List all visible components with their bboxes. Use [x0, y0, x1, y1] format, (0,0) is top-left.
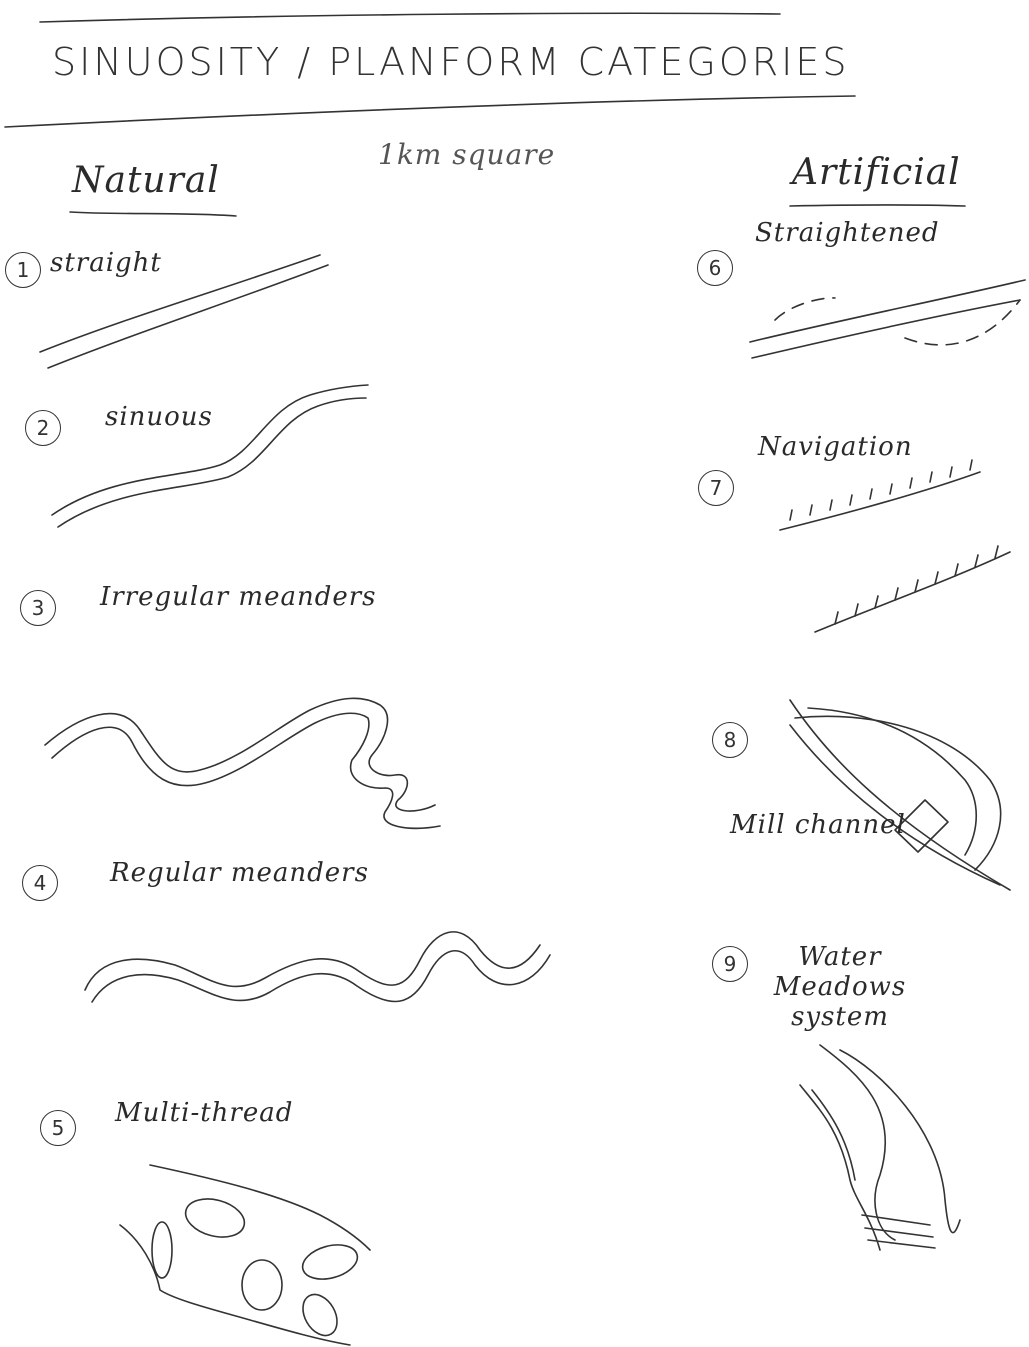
category-number: 5 — [40, 1110, 76, 1146]
straightened-channel-sketch — [750, 280, 1025, 358]
category-label-mill-channel: Mill channel — [730, 810, 906, 840]
island — [181, 1193, 248, 1243]
category-number: 7 — [698, 470, 734, 506]
natural-underline — [70, 212, 236, 216]
natural-column-heading: Natural — [72, 160, 220, 201]
scale-note: 1km square — [378, 138, 555, 171]
irregular-meanders-sketch — [45, 698, 440, 828]
category-label-water-meadows: Water Meadows system — [765, 942, 915, 1032]
mill-channel-sketch — [790, 700, 1010, 890]
island — [242, 1260, 282, 1310]
category-number: 9 — [712, 946, 748, 982]
category-label-multi-thread: Multi-thread — [115, 1098, 293, 1128]
navigation-channel-sketch — [780, 460, 1010, 632]
water-meadows-sketch — [800, 1045, 960, 1250]
island — [299, 1239, 361, 1284]
title-top-rule — [40, 13, 780, 22]
category-label-navigation: Navigation — [758, 432, 913, 462]
category-label-regular-meanders: Regular meanders — [110, 858, 369, 888]
category-label-straightened: Straightened — [755, 218, 940, 248]
island — [296, 1288, 344, 1341]
page-title: SINUOSITY / PLANFORM CATEGORIES — [52, 40, 850, 84]
regular-meanders-sketch — [85, 932, 550, 1002]
category-number: 8 — [712, 722, 748, 758]
category-label-straight: straight — [50, 248, 162, 278]
multi-thread-sketch — [120, 1165, 370, 1345]
category-number: 2 — [25, 410, 61, 446]
artificial-column-heading: Artificial — [792, 152, 961, 193]
artificial-underline — [790, 205, 965, 206]
category-number: 6 — [697, 250, 733, 286]
island — [152, 1222, 172, 1278]
title-bottom-rule — [5, 96, 855, 127]
category-number: 1 — [5, 252, 41, 288]
category-label-irregular-meanders: Irregular meanders — [100, 582, 377, 612]
category-label-sinuous: sinuous — [105, 402, 213, 432]
category-number: 4 — [22, 865, 58, 901]
category-number: 3 — [20, 590, 56, 626]
